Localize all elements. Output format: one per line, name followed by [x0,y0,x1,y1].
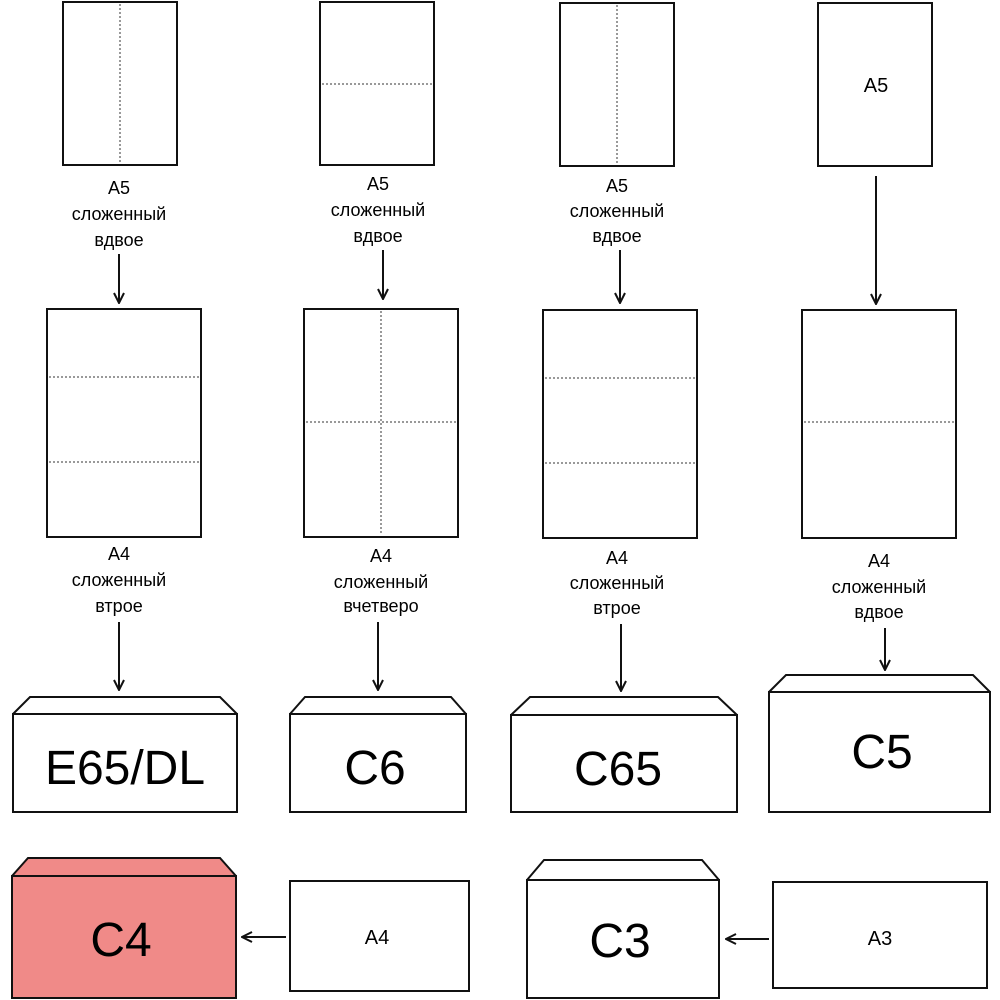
column-4: A5 A4 сложенный вдвое C5 [768,2,991,813]
caption-paper-size: A4 [370,546,392,566]
caption-fold-word: сложенный [331,200,425,220]
caption-paper-size: A4 [868,551,890,571]
column-1: A5 сложенный вдвое A4 сложенный втрое E6… [12,1,238,813]
a3-sheet-landscape [772,881,988,989]
envelope-flap [768,674,991,693]
caption-paper-size: A4 [606,548,628,568]
sheet-label: A4 [365,927,389,949]
envelope-label: C6 [344,742,405,795]
caption-fold-word: сложенный [570,201,664,221]
caption-paper-size: A5 [606,176,628,196]
envelope-flap [510,696,738,716]
envelope-flap [526,859,720,881]
envelope-c6 [289,713,467,813]
a5-sheet-folded-horizontal [319,1,435,166]
caption-fold-word: сложенный [570,573,664,593]
envelope-flap [11,857,237,877]
envelope-label: E65/DL [45,742,205,795]
sheet-label: A5 [864,75,888,97]
caption-fold-count: вдвое [854,602,903,622]
bottom-row-a3: C3 A3 [526,859,988,999]
caption-paper-size: A5 [367,174,389,194]
column-2: A5 сложенный вдвое A4 сложенный вчетверо… [289,1,467,813]
caption-fold-count: вчетверо [343,596,418,616]
caption-fold-count: вдвое [353,226,402,246]
envelope-label: C65 [574,743,662,796]
caption-fold-word: сложенный [334,572,428,592]
envelope-label: C4 [90,914,151,967]
sheet-label: A3 [868,928,892,950]
caption-fold-count: втрое [593,598,640,618]
column-3: A5 сложенный вдвое A4 сложенный втрое C6… [510,2,738,813]
envelope-label: C3 [589,915,650,968]
a4-sheet-landscape [289,880,470,992]
envelope-c3 [526,879,720,999]
caption-fold-count: вдвое [94,230,143,250]
envelope-label: C5 [851,726,912,779]
a4-sheet-folded-thirds [46,308,202,538]
envelope-c65 [510,714,738,813]
envelope-c5 [768,691,991,813]
bottom-row-a4: C4 A4 [11,857,470,999]
caption-paper-size: A4 [108,544,130,564]
caption-paper-size: A5 [108,178,130,198]
envelope-c4-highlighted [11,875,237,999]
envelope-e65-dl [12,713,238,813]
caption-fold-word: сложенный [72,204,166,224]
caption-fold-count: втрое [95,596,142,616]
envelope-flap [289,696,467,715]
caption-fold-count: вдвое [592,226,641,246]
a5-sheet-unfolded [817,2,933,167]
a4-sheet-folded-half [801,309,957,539]
a4-sheet-folded-thirds [542,309,698,539]
caption-fold-word: сложенный [832,577,926,597]
envelope-flap [12,696,238,715]
caption-fold-word: сложенный [72,570,166,590]
